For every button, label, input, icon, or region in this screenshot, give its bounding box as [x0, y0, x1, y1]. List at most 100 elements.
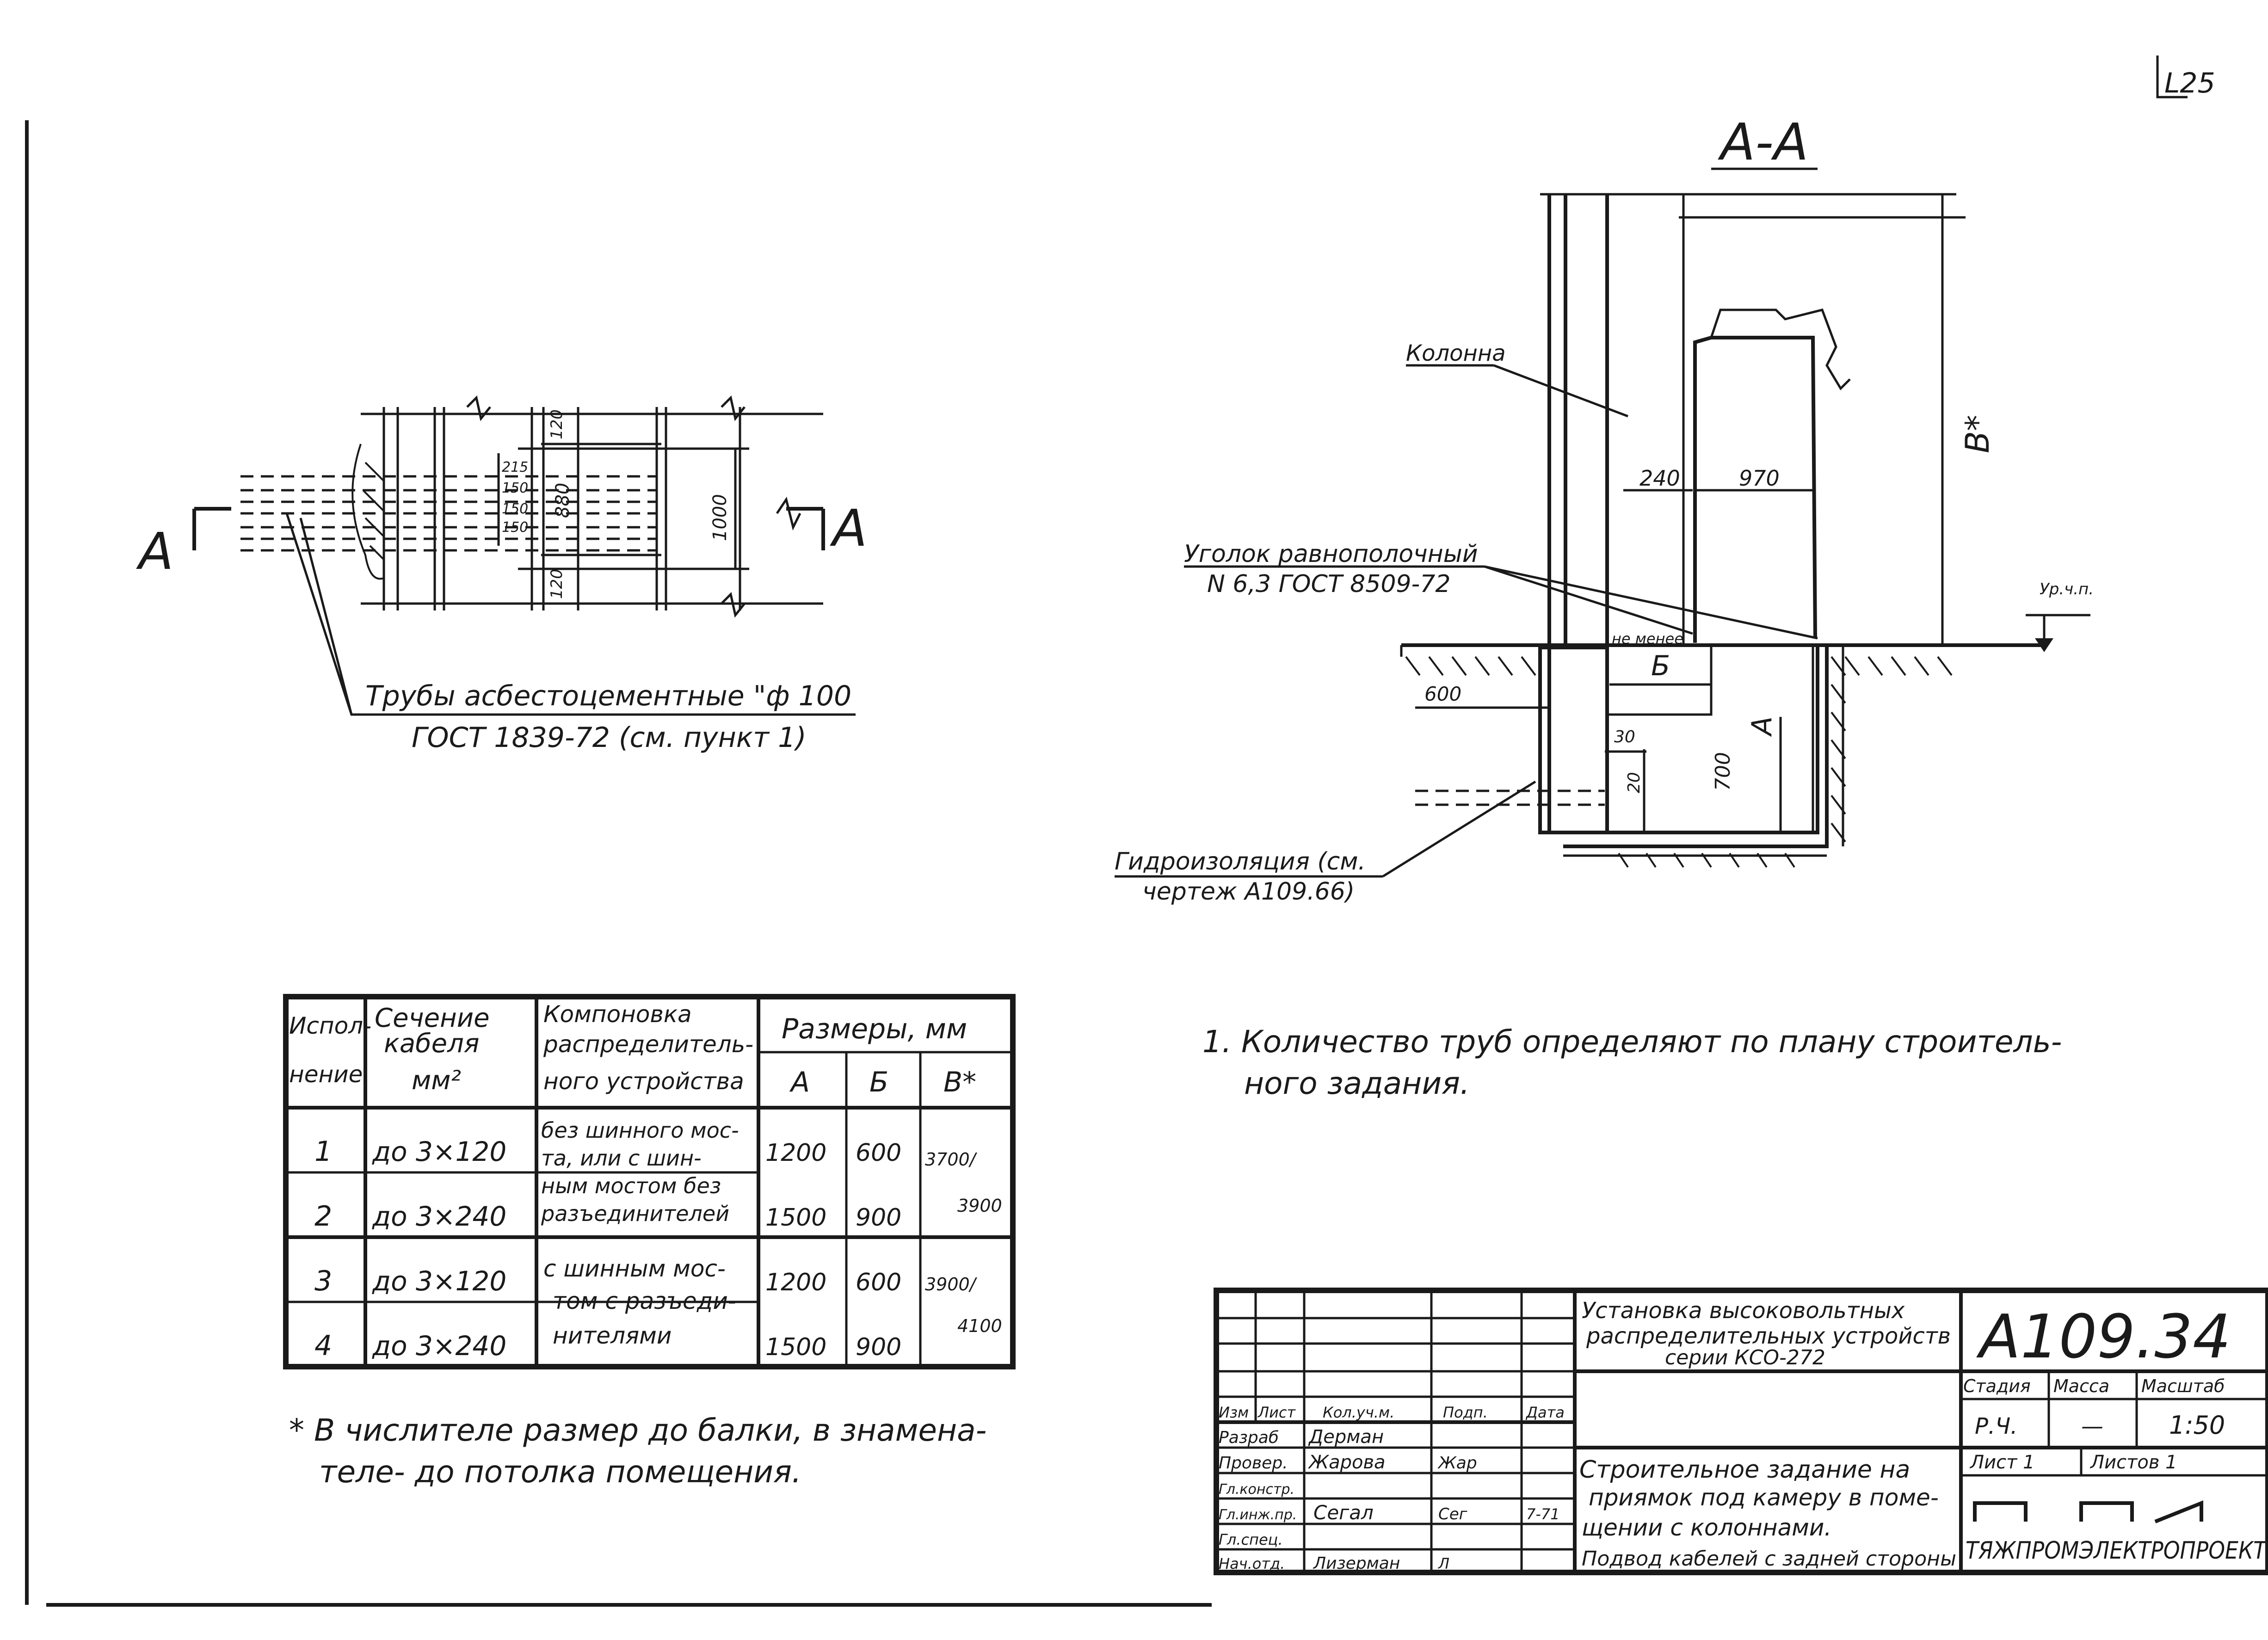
v-a-num: 3700/	[925, 1149, 978, 1170]
dim-B: Б	[1651, 650, 1670, 682]
note-line2: ного задания.	[1244, 1066, 1470, 1101]
table-head-col2-c: мм²	[412, 1066, 461, 1096]
col-kol: Кол.уч.м.	[1323, 1404, 1394, 1421]
role-nachotd: Нач.отд.	[1219, 1555, 1285, 1572]
role-glinzh: Гл.инж.пр.	[1219, 1507, 1297, 1523]
table-head-col2-b: кабеля	[384, 1029, 480, 1059]
table-head-V: В*	[943, 1066, 976, 1098]
layout-a-2: та, или с шин-	[541, 1146, 702, 1171]
waterproof-line1: Гидроизоляция (см.	[1115, 848, 1366, 875]
table-head-col1-a: Испол-	[289, 1012, 371, 1039]
stage-value: Р.Ч.	[1975, 1413, 2017, 1439]
row1-n: 1	[314, 1135, 332, 1168]
section-title: А-А	[1718, 112, 1808, 172]
waterproof-line2: чертеж А109.66)	[1142, 878, 1355, 906]
row3-cable: до 3×120	[372, 1265, 506, 1297]
row1-cable: до 3×120	[372, 1136, 506, 1167]
row3-n: 3	[314, 1265, 332, 1297]
dim-700: 700	[1711, 752, 1735, 791]
sheet-number-corner	[2156, 55, 2188, 99]
footnote-line2: теле- до потолка помещения.	[319, 1454, 801, 1490]
doc-title-3: серии КСО-272	[1665, 1346, 1825, 1369]
sheet-title-2: приямок под камеру в поме-	[1589, 1484, 1939, 1511]
table-head-sizes: Размеры, мм	[782, 1013, 967, 1045]
scale-header: Масштаб	[2141, 1376, 2225, 1396]
row3-B: 600	[856, 1269, 901, 1296]
angle-label-line1: Уголок равнополочный	[1184, 540, 1478, 568]
plan-dim-120-bottom: 120	[548, 569, 566, 599]
sheets-label: Листов 1	[2089, 1452, 2177, 1473]
table-head-col1-b: нение	[289, 1061, 363, 1088]
doc-code: А109.34	[1976, 1301, 2231, 1372]
note-line1: 1. Количество труб определяют по плану с…	[1202, 1024, 2062, 1060]
dim-A: А	[1746, 716, 1778, 737]
table-head-col3-c: ного устройства	[543, 1068, 744, 1095]
row4-B: 900	[856, 1333, 901, 1361]
role-prover: Провер.	[1219, 1454, 1288, 1473]
footnote-line1: * В числителе размер до балки, в знамена…	[289, 1412, 986, 1448]
name-razrab: Дерман	[1308, 1426, 1384, 1448]
row4-n: 4	[314, 1330, 332, 1362]
floor-level-label: Ур.ч.п.	[2040, 580, 2094, 598]
doc-title-2: распределительных устройств	[1586, 1323, 1951, 1349]
sizes-table	[283, 994, 1016, 1369]
row4-cable: до 3×240	[372, 1330, 506, 1362]
section-mark-left: А	[136, 522, 173, 581]
table-head-col3-a: Компоновка	[543, 1001, 692, 1028]
sign-prover: Жар	[1437, 1454, 1477, 1473]
role-glkonstr: Гл.констр.	[1219, 1481, 1294, 1498]
dim-V: В*	[1959, 415, 1997, 453]
sign-glinzh: Сег	[1438, 1505, 1468, 1523]
table-head-col2-a: Сечение	[375, 1003, 490, 1033]
row1-A: 1200	[765, 1139, 826, 1167]
row4-A: 1500	[765, 1333, 826, 1361]
section-view	[1400, 193, 2090, 868]
row2-n: 2	[314, 1200, 332, 1233]
plan-dim-150-a: 150	[502, 480, 528, 496]
pipes-note-line1: Трубы асбестоцементные "ф 100	[365, 680, 851, 712]
sign-nachotd: Л	[1438, 1555, 1449, 1572]
stage-header: Стадия	[1963, 1376, 2031, 1396]
row2-A: 1500	[765, 1204, 826, 1232]
v-b-num: 3900/	[925, 1274, 978, 1295]
plan-view	[192, 395, 825, 618]
mass-header: Масса	[2053, 1376, 2109, 1396]
plan-dim-150-c: 150	[502, 519, 528, 536]
dim-600: 600	[1424, 683, 1461, 705]
plan-dim-880: 880	[552, 483, 573, 518]
section-mark-right: А	[830, 499, 867, 558]
date-glinzh: 7-71	[1526, 1505, 1560, 1523]
layout-b-3: нителями	[553, 1322, 672, 1349]
role-razrab: Разраб	[1219, 1428, 1279, 1447]
layout-a-4: разъединителей	[541, 1201, 729, 1226]
row2-cable: до 3×240	[372, 1201, 506, 1232]
column-label: Колонна	[1406, 340, 1506, 366]
dim-30: 30	[1614, 728, 1635, 746]
layout-b-2: том с разъеди-	[553, 1288, 736, 1314]
plan-dim-215: 215	[502, 459, 528, 475]
angle-label-line2: N 6,3 ГОСТ 8509-72	[1207, 570, 1450, 598]
row1-B: 600	[856, 1139, 901, 1167]
org-name: ТЯЖПРОМЭЛЕКТРОПРОЕКТ	[1966, 1537, 2268, 1565]
table-head-B: Б	[869, 1066, 888, 1098]
scale-value: 1:50	[2169, 1411, 2225, 1440]
table-head-A: А	[789, 1066, 810, 1098]
sheet-title-3: щении с колоннами.	[1582, 1514, 1831, 1541]
plan-dim-120-top: 120	[548, 409, 566, 439]
row2-B: 900	[856, 1204, 901, 1232]
pipes-note-line2: ГОСТ 1839-72 (см. пункт 1)	[412, 721, 807, 754]
dim-240: 240	[1639, 466, 1680, 491]
col-izm: Изм	[1219, 1404, 1249, 1421]
layout-a-3: ным мостом без	[541, 1173, 721, 1198]
name-nachotd: Лизерман	[1313, 1554, 1400, 1573]
sheet-title-4: Подвод кабелей с задней стороны	[1582, 1547, 1956, 1571]
not-less-label: не менее	[1612, 630, 1683, 647]
col-list: Лист	[1257, 1404, 1296, 1421]
v-a-den: 3900	[957, 1196, 1002, 1216]
layout-b-1: с шинным мос-	[543, 1255, 726, 1282]
sheet-title-1: Строительное задание на	[1579, 1456, 1910, 1484]
row3-A: 1200	[765, 1269, 826, 1296]
dim-20: 20	[1625, 772, 1644, 793]
col-data: Дата	[1525, 1404, 1565, 1421]
